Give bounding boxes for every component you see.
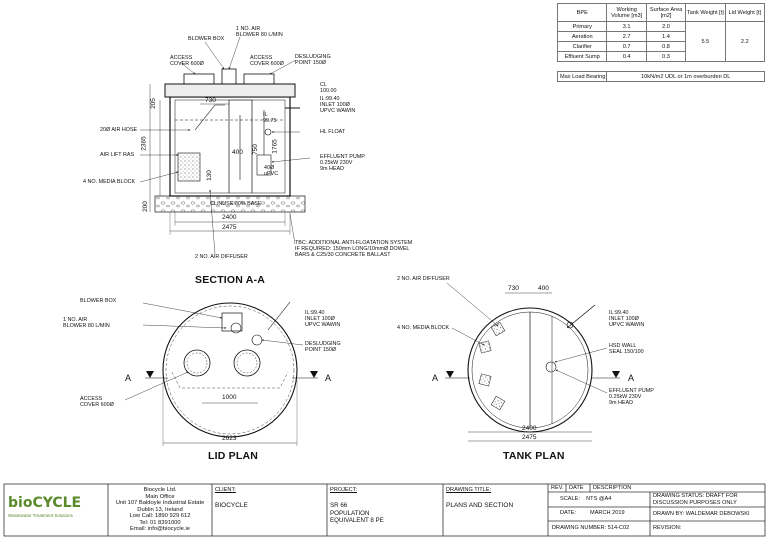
lid-outline: [162, 302, 298, 438]
tank-dim-2400: 2400: [522, 425, 537, 432]
lid-desludging-label: DESLUDGING POINT 150Ø: [305, 341, 341, 353]
project-value: SR 66 POPULATION EQUIVALENT 8 PE: [330, 502, 384, 524]
lid-dim-1000: 1000: [222, 394, 237, 401]
dim-2400: 2400: [222, 214, 237, 221]
tank-plan-view: [445, 282, 620, 442]
max-load-value: 10kN/m2 UDL or 1m overburden DL: [606, 71, 765, 82]
section-media-block: [177, 152, 201, 182]
section-view: [139, 36, 311, 255]
client-label: CLIENT:: [215, 487, 236, 493]
tank-media-block-label: 4 NO. MEDIA BLOCK: [397, 325, 450, 331]
dim-200: 200: [141, 201, 149, 212]
lid-a-right: A: [325, 373, 332, 383]
scale-value: SCALE: NTS @A4: [560, 496, 612, 502]
section-desludging-label: DESLUDGING POINT 150Ø: [295, 54, 331, 66]
dim-730: 730: [205, 97, 216, 104]
section-il-level-label: IL 99.75: [263, 112, 277, 124]
tank-hsd-wall-label: HSD WALL SEAL 150/100: [609, 343, 644, 355]
dim-205: 205: [149, 98, 157, 109]
section-effluent-pump-label: EFFLUENT PUMP 0.25kW 230V 9m HEAD: [320, 154, 365, 172]
lid-a-left: A: [125, 373, 132, 383]
drawing-number: DRAWING NUMBER: 514-C02: [552, 525, 630, 531]
date-header: DATE: [569, 485, 584, 491]
section-title: SECTION A-A: [195, 274, 266, 286]
section-air-diffuser-label: 2 NO. AIR DIFFUSER: [195, 254, 248, 260]
tank-dim-400: 400: [538, 285, 549, 292]
lid-blower-box-label: BLOWER BOX: [80, 298, 117, 304]
section-air-lift-label: AIR LIFT RAS: [100, 152, 135, 158]
logo-subtitle: Wastewater Treatment Solutions: [8, 513, 73, 518]
section-air-hose-label: 20Ø AIR HOSE: [100, 127, 138, 133]
access-riser-left: [183, 73, 215, 85]
drawn-by: DRAWN BY: WALDEMAR DEBOWSKI: [653, 511, 750, 517]
tank-dim-730: 730: [508, 285, 519, 292]
blower-box-body: [221, 68, 237, 85]
company-address: Biocycle Ltd. Main Office Unit 107 Baldo…: [115, 487, 205, 532]
lid-plan-title: LID PLAN: [208, 450, 259, 462]
section-media-block-label: 4 NO. MEDIA BLOCK: [83, 179, 136, 185]
lid-air-blower-label: 1 NO. AIR BLOWER 80 L/MIN: [63, 317, 110, 329]
lid-dim-2623: 2623: [222, 435, 237, 442]
max-load-label: Max Load Bearing: [556, 71, 608, 82]
dim-130: 130: [205, 170, 213, 181]
tank-lid: [164, 83, 296, 98]
lid-access-cover-label: ACCESS COVER 600Ø: [80, 396, 114, 408]
section-access-cover-label: ACCESS COVER 600Ø: [170, 55, 204, 67]
tank-il-inlet-label: IL:99.40 INLET 100Ø UPVC WAWIN: [609, 310, 645, 328]
section-hl-float-label: HL FLOAT: [320, 129, 346, 135]
section-access-cover-2-label: ACCESS COVER 600Ø: [250, 55, 284, 67]
description-header: DESCRIPTION: [593, 485, 632, 491]
dim-1765: 1765: [271, 139, 279, 154]
tank-air-diffuser-label: 2 NO. AIR DIFFUSER: [397, 276, 450, 282]
drawing-status: DRAWING STATUS: DRAFT FOR DISCUSSION PUR…: [653, 493, 738, 506]
client-value: BIOCYCLE: [215, 502, 248, 509]
section-il-inlet-label: IL:99.40 INLET 100Ø UPVC WAWIN: [320, 96, 356, 114]
dim-750: 750: [251, 144, 259, 155]
project-label: PROJECT:: [330, 487, 358, 493]
biocycle-logo: bioCYCLE Wastewater Treatment Solutions: [8, 494, 104, 530]
section-air-blower-label: 1 NO. AIR BLOWER 80 L/MIN: [236, 26, 283, 38]
section-upvc-label: 40Ø uPVC: [264, 165, 279, 177]
section-blower-box-label: BLOWER BOX: [188, 36, 225, 42]
drawing-title-label: DRAWING TITLE:: [446, 487, 492, 493]
tank-effluent-pump-label: EFFLUENT PUMP 0.25kW 230V 9m HEAD: [609, 388, 654, 406]
logo-text: bioCYCLE: [8, 495, 82, 511]
dim-2365: 2365: [140, 136, 148, 151]
dim-400: 400: [232, 149, 243, 156]
bpe-table: BPE Working Volume [m3] Surface Area [m2…: [556, 3, 766, 82]
tank-weight-value: 5.5: [685, 21, 726, 62]
lid-blower-box: [221, 312, 243, 332]
date-value: DATE: MARCH 2019: [560, 510, 625, 516]
lid-plan-view: [124, 301, 318, 446]
revision-label: REVISION:: [653, 525, 682, 531]
section-tbc-note: TBC: ADDITIONAL ANTI-FLOATATION SYSTEM I…: [295, 240, 413, 258]
dim-2475: 2475: [222, 224, 237, 231]
tank-plan-title: TANK PLAN: [503, 450, 565, 462]
section-base-label: CL/NUSE 80% BASE: [210, 201, 262, 207]
tank-a-right: A: [628, 373, 635, 383]
tank-dim-2475: 2475: [522, 434, 537, 441]
drawing-title-value: PLANS AND SECTION: [446, 502, 514, 509]
rev-header: REV.: [551, 485, 564, 491]
section-cl-label: CL 100.00: [320, 82, 337, 94]
tank-a-left: A: [432, 373, 439, 383]
access-riser-right: [243, 73, 275, 85]
title-block-frame: [3, 483, 766, 537]
section-markers: [146, 371, 620, 378]
lid-il-inlet-label: IL:99.40 INLET 100Ø UPVC WAWIN: [305, 310, 341, 328]
